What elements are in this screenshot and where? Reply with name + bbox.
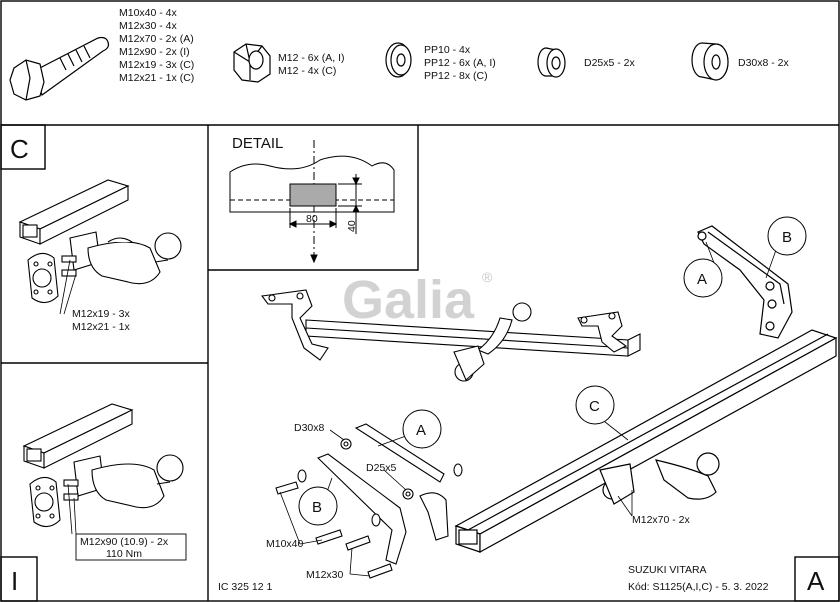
bolt-spec: M12x30 - 4x <box>119 20 178 32</box>
bolt-spec: M12x19 - 3x (C) <box>119 59 194 71</box>
bolt-spec: M10x40 - 4x <box>119 7 178 19</box>
watermark-registered: ® <box>482 269 493 285</box>
callout-b-left: B <box>312 499 322 516</box>
side-brackets-drawing <box>275 423 463 579</box>
view-c-hitch-drawing <box>18 179 182 304</box>
view-a-letter: A <box>807 566 825 596</box>
bolt-spec: M12x70 - 2x (A) <box>119 33 194 45</box>
spacer-small-spec: D25x5 - 2x <box>584 57 636 69</box>
nut-spec: M12 - 4x (C) <box>278 65 336 77</box>
nut-icon <box>233 43 271 83</box>
part-label-d30x8: D30x8 <box>294 422 325 434</box>
vehicle-name: SUZUKI VITARA <box>628 564 707 576</box>
washer-spec: PP12 - 6x (A, I) <box>424 57 496 69</box>
washer-spec: PP10 - 4x <box>424 44 471 56</box>
watermark-logo: Galia <box>342 270 475 330</box>
bolt-icon <box>9 36 110 101</box>
view-c-bolt-spec: M12x21 - 1x <box>72 321 131 333</box>
spacer-large-icon <box>691 42 729 81</box>
detail-height: 40 <box>346 220 358 232</box>
callout-a-right: A <box>697 271 707 288</box>
part-label-m10x40: M10x40 <box>266 538 304 550</box>
view-c-letter: C <box>10 134 29 164</box>
torque-box <box>75 533 187 561</box>
view-i-torque: 110 Nm <box>106 548 142 560</box>
view-i-leaders <box>67 483 77 535</box>
callout-circles <box>298 216 807 526</box>
part-label-m12x70: M12x70 - 2x <box>632 514 691 526</box>
callout-b-right: B <box>782 229 792 246</box>
product-code: Kód: S1125(A,I,C) - 5. 3. 2022 <box>628 581 769 593</box>
bolt-spec: M12x90 - 2x (I) <box>119 46 190 58</box>
callout-a-left: A <box>416 422 426 439</box>
detail-drawing <box>229 140 395 264</box>
bolt-spec: M12x21 - 1x (C) <box>119 72 194 84</box>
washer-spec: PP12 - 8x (C) <box>424 70 488 82</box>
nut-spec: M12 - 6x (A, I) <box>278 52 345 64</box>
spacer-small-icon <box>537 47 566 78</box>
drawing-code: IC 325 12 1 <box>218 581 272 593</box>
part-label-d25x5: D25x5 <box>366 462 397 474</box>
spacer-large-spec: D30x8 - 2x <box>738 57 790 69</box>
detail-title: DETAIL <box>232 135 283 152</box>
view-c-leaders <box>59 259 77 315</box>
part-label-m12x30: M12x30 <box>306 569 344 581</box>
view-i-hitch-drawing <box>22 403 184 528</box>
washer-icon <box>385 42 412 78</box>
view-i-bolt-spec: M12x90 (10.9) - 2x <box>80 536 169 548</box>
view-i-letter: I <box>11 566 18 596</box>
bolt-spec-list: M10x40 - 4x M12x30 - 4x M12x70 - 2x (A) … <box>119 7 194 84</box>
view-c-bolt-spec: M12x19 - 3x <box>72 308 131 320</box>
top-assembly-drawing <box>260 289 641 382</box>
callout-c: C <box>589 398 600 415</box>
detail-width: 80 <box>306 213 318 225</box>
main-crossbar-drawing <box>454 225 838 554</box>
